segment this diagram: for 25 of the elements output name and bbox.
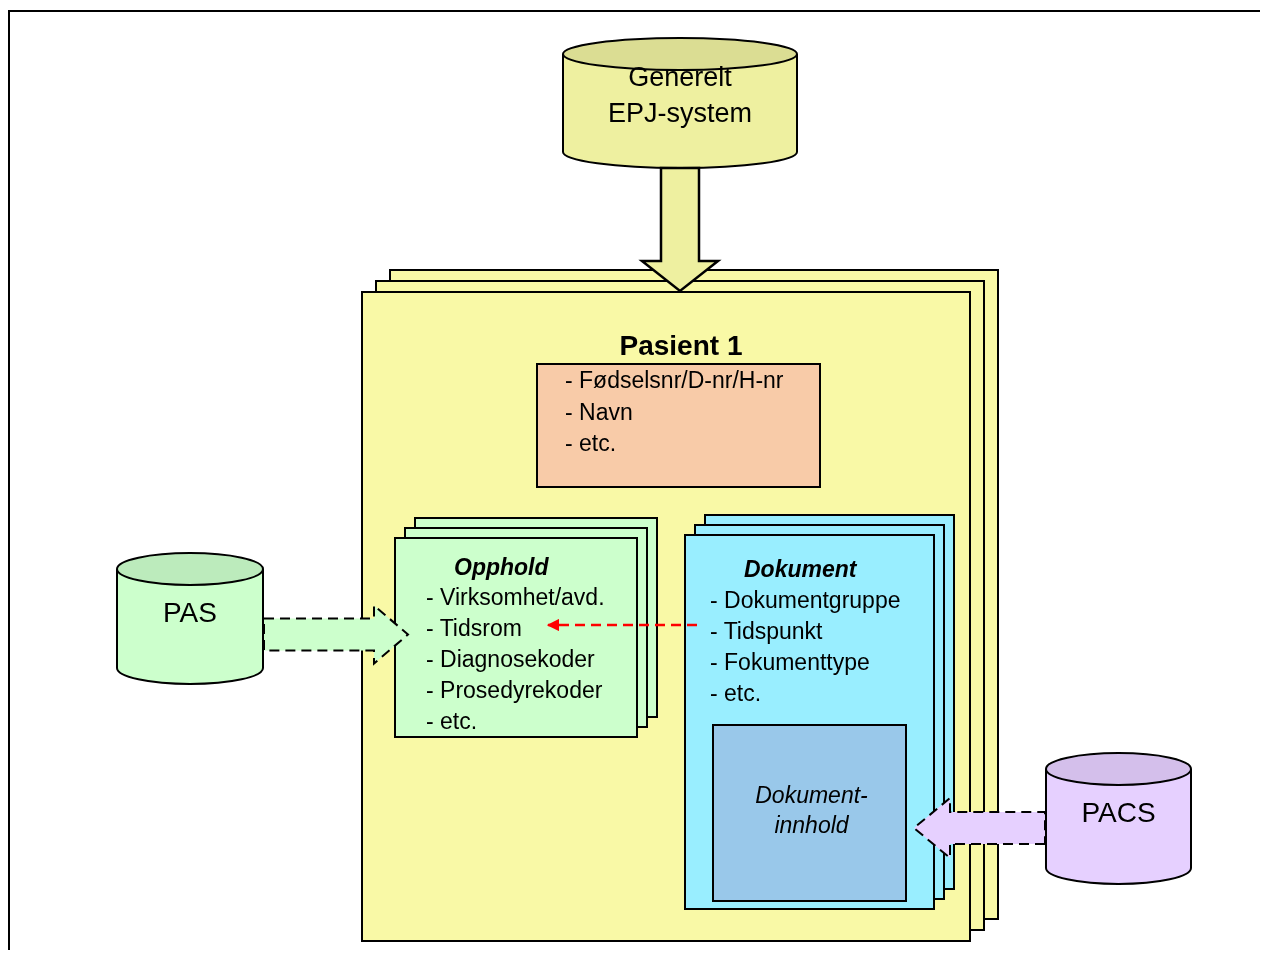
list-item: - Tidspunkt xyxy=(710,617,823,647)
list-item: - Tidsrom xyxy=(426,614,522,644)
list-item: - Fødselsnr/D-nr/H-nr xyxy=(565,366,784,396)
identity-box xyxy=(536,363,821,488)
list-item: - etc. xyxy=(426,707,478,737)
database-label: PACS xyxy=(1080,795,1157,830)
content-box xyxy=(712,724,907,902)
card-heading: Dokument xyxy=(744,555,857,585)
card-heading: Opphold xyxy=(454,553,549,583)
block-arrow xyxy=(263,603,410,666)
list-item: - Navn xyxy=(565,398,633,428)
block-arrow xyxy=(638,166,722,293)
list-item: - etc. xyxy=(710,679,762,709)
box-label: Dokument-innhold xyxy=(754,781,869,840)
database-label: PAS xyxy=(162,595,218,630)
list-item: - Dokumentgruppe xyxy=(710,586,901,616)
list-item: - Prosedyrekoder xyxy=(426,676,603,706)
database-label: Generelt EPJ-system xyxy=(607,61,753,130)
block-arrow xyxy=(912,795,1046,861)
list-item: - Diagnosekoder xyxy=(426,645,595,675)
dashed-arrow xyxy=(546,618,697,632)
list-item: - Fokumenttype xyxy=(710,648,870,678)
card-heading: Pasient 1 xyxy=(618,328,744,363)
list-item: - etc. xyxy=(565,429,617,459)
list-item: - Virksomhet/avd. xyxy=(426,583,605,613)
